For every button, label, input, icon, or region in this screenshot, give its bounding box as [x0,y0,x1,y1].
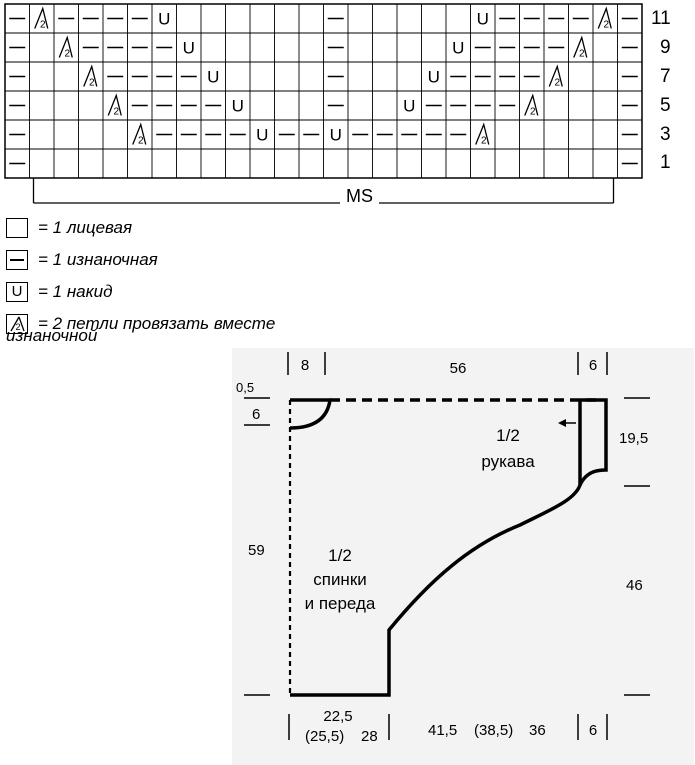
dim-neck-width: 6 [252,406,261,423]
legend-text: = 2 петли провязать вместе [38,314,276,333]
sleeve-label-fraction: 1/2 [496,426,520,445]
neckline [289,398,333,430]
decrease-stitch-number: 2 [481,136,487,147]
decrease-stitch [132,122,147,145]
dim-bottom-b: (25,5) [305,728,345,745]
decrease-stitch [34,6,49,29]
yarn-over-stitch: U [158,10,170,29]
decrease-stitch-number: 2 [40,20,46,31]
dim-left-height: 59 [248,542,265,559]
yarn-over-stitch: U [207,68,219,87]
decrease-stitch-number: 2 [603,20,609,31]
decrease-stitch [573,35,588,58]
legend-item-knit: = 1 лицевая [6,212,275,244]
yarn-over-stitch: U [477,10,489,29]
dim-bottom-c: 28 [361,728,378,745]
purl-symbol-icon [6,250,28,270]
yarn-over-stitch: U [452,39,464,58]
body-label-fraction: 1/2 [328,546,352,565]
decrease-stitch-number: 2 [113,107,119,118]
legend-text: = 1 изнаночная [38,250,158,269]
dim-bottom-e: (38,5) [474,722,514,739]
legend-item-purl: = 1 изнаночная [6,244,275,276]
dim-top-8: 8 [300,357,310,374]
body-sleeve-outline [290,400,582,697]
dim-top-6: 6 [588,357,598,374]
knit-symbol-icon [6,218,28,238]
decrease-stitch-number: 2 [530,107,536,118]
yarn-over-stitch: U [183,39,195,58]
decrease-stitch-number: 2 [554,78,560,89]
row-number-1: 1 [660,152,671,173]
decrease-stitch-number: 2 [579,49,585,60]
legend-item-yo: U = 1 накид [6,276,275,308]
legend-item-k2p: 2 = 2 петли провязать вместе [6,308,275,340]
yarn-over-stitch: U [330,126,342,145]
legend-text: = 1 лицевая [38,218,133,237]
dim-bottom-g: 6 [588,722,598,739]
sleeve-label-text: рукава [481,452,535,471]
decrease-stitch-number: 2 [89,78,95,89]
decrease-stitch [83,64,98,87]
dim-top-56: 56 [449,360,467,377]
decrease-stitch [597,6,612,29]
svg-text:2: 2 [15,322,20,332]
legend-text: = 1 накид [38,282,113,301]
dim-neck-depth: 0,5 [236,380,255,395]
yarn-over-stitch: U [428,68,440,87]
legend: = 1 лицевая = 1 изнаночная U = 1 накид 2… [6,212,275,340]
decrease-stitch [58,35,73,58]
ms-label: MS [340,186,379,207]
decrease-stitch-number: 2 [64,49,70,60]
dim-bottom-d: 41,5 [428,722,458,739]
cuff-outline [578,398,608,486]
dim-bottom-a: 22,5 [323,708,353,725]
row-number-9: 9 [660,37,671,58]
row-number-3: 3 [660,124,671,145]
body-label-line2: спинки [313,570,367,589]
row-number-7: 7 [660,66,671,87]
legend-continuation: изнаночной [6,326,98,345]
dim-right-lower: 46 [626,577,643,594]
yarn-over-stitch: U [403,97,415,116]
decrease-symbol-icon: 2 [6,314,28,334]
decrease-stitch [548,64,563,87]
dim-right-upper: 19,5 [619,430,649,447]
decrease-stitch-number: 2 [138,136,144,147]
row-number-5: 5 [660,95,671,116]
direction-arrow-head [558,419,566,427]
decrease-stitch [475,122,490,145]
row-number-11: 11 [651,8,671,29]
decrease-stitch [107,93,122,116]
decrease-stitch [524,93,539,116]
yarn-over-stitch: U [256,126,268,145]
body-label-line3: и переда [304,594,376,613]
yarn-over-stitch: U [232,97,244,116]
yarn-over-symbol-icon: U [6,282,28,302]
dim-bottom-f: 36 [529,722,546,739]
